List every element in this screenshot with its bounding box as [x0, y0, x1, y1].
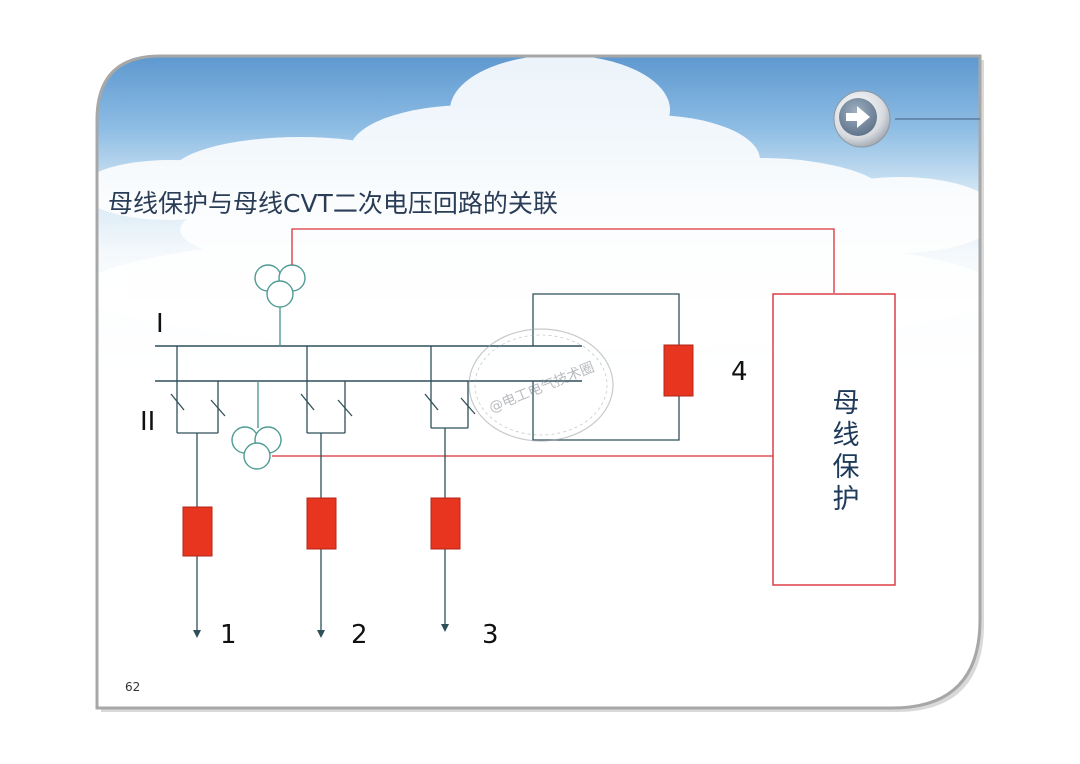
feeder-1-ct-block — [182, 506, 213, 557]
feeder-1 — [170, 346, 226, 638]
bus-i-cvt — [254, 264, 306, 346]
bus-ii-cvt — [231, 381, 282, 470]
page-number: 62 — [125, 680, 140, 694]
cloud-decoration — [97, 56, 980, 350]
feeder-3-ct-block — [430, 497, 461, 550]
protection-label-char-3: 保 — [833, 452, 860, 483]
slide-title: 母线保护与母线CVT二次电压回路的关联 — [108, 189, 558, 218]
feeder-2-label: 2 — [351, 620, 368, 650]
slide-background — [97, 56, 980, 708]
feeder-3-label: 3 — [482, 620, 499, 650]
bus-ii-label: II — [140, 407, 155, 437]
slide-border — [95, 54, 982, 710]
busbar-protection-box — [772, 293, 896, 586]
bus-i-cvt-voltage-wire — [291, 228, 835, 293]
coupler-ct-block — [663, 344, 694, 397]
coupler-label: 4 — [731, 357, 748, 387]
next-slide-button[interactable] — [833, 90, 980, 148]
bus-i-label: I — [156, 309, 164, 339]
feeder-1-label: 1 — [220, 620, 237, 650]
protection-label-char-1: 母 — [833, 388, 860, 419]
arrow-right-icon — [846, 106, 870, 128]
feeder-2-ct-block — [306, 497, 337, 550]
protection-label-char-2: 线 — [833, 420, 860, 451]
protection-label-char-4: 护 — [833, 484, 860, 515]
